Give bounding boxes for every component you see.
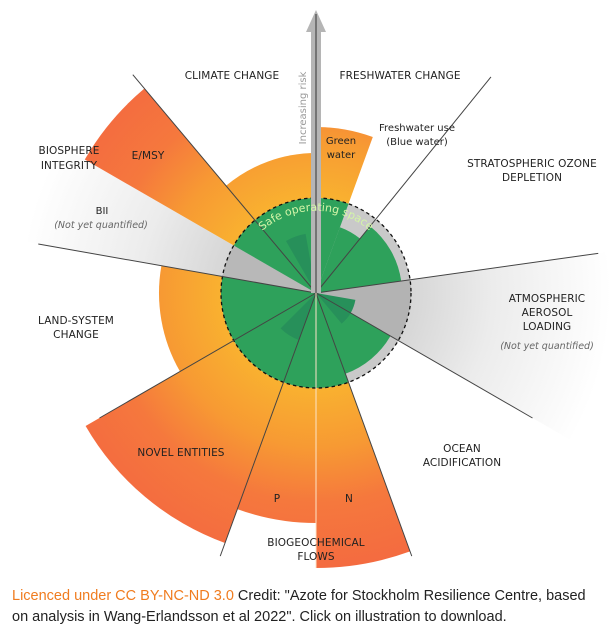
label-ozone-1: STRATOSPHERIC OZONE bbox=[467, 158, 597, 170]
label-nitrogen: N bbox=[345, 493, 353, 505]
divider-line bbox=[38, 243, 317, 294]
label-bii: BII bbox=[96, 206, 109, 217]
divider-line bbox=[219, 292, 317, 557]
label-blue-water-1: Freshwater use bbox=[379, 123, 455, 134]
credit-text: Credit: "Azote for Stockholm Resilience … bbox=[12, 588, 586, 625]
label-aerosol-3: LOADING bbox=[523, 321, 572, 333]
label-aerosol-2: AEROSOL bbox=[522, 307, 573, 319]
label-green-water-1: Green bbox=[326, 136, 356, 147]
continent-shade-1 bbox=[280, 293, 316, 340]
divider-line bbox=[315, 292, 413, 557]
boundary-dividers bbox=[38, 74, 599, 568]
divider-line bbox=[315, 292, 533, 419]
label-biosphere-2: INTEGRITY bbox=[41, 160, 98, 172]
safe-wedge-land-system bbox=[220, 276, 316, 341]
label-novel-entities: NOVEL ENTITIES bbox=[137, 447, 224, 459]
safe-wedge-climate bbox=[254, 197, 316, 293]
label-land-system-2: CHANGE bbox=[53, 329, 99, 341]
label-bii-note: (Not yet quantified) bbox=[54, 220, 148, 231]
divider-line bbox=[315, 252, 599, 294]
licence-link[interactable]: Licenced under CC BY-NC-ND 3.0 bbox=[12, 588, 234, 604]
label-aerosol-1: ATMOSPHERIC bbox=[509, 293, 585, 305]
safe-wedge-green-water bbox=[316, 197, 349, 293]
label-climate-change: CLIMATE CHANGE bbox=[185, 70, 280, 82]
continent-shade-0 bbox=[286, 233, 316, 293]
label-aerosol-note: (Not yet quantified) bbox=[500, 341, 594, 352]
safe-wedge-emsy bbox=[233, 220, 316, 293]
label-land-system-1: LAND-SYSTEM bbox=[38, 315, 114, 327]
label-biogeochemical-2: FLOWS bbox=[297, 551, 335, 563]
label-ozone-2: DEPLETION bbox=[502, 172, 562, 184]
safe-wedge-blue-water bbox=[316, 227, 361, 293]
planetary-boundaries-diagram[interactable]: Increasing risk Safe operating space CLI… bbox=[0, 0, 610, 580]
divider-line bbox=[132, 74, 317, 294]
label-ocean-2: ACIDIFICATION bbox=[423, 457, 501, 469]
divider-line bbox=[99, 292, 317, 419]
label-biogeochemical-1: BIOGEOCHEMICAL bbox=[267, 537, 364, 549]
continent-shade-2 bbox=[316, 293, 356, 324]
label-phosphorus: P bbox=[274, 493, 280, 505]
label-green-water-2: water bbox=[327, 150, 356, 161]
safe-boundary-circle bbox=[220, 197, 412, 389]
wedge-bii-inner bbox=[222, 245, 316, 293]
wedge-aerosol-inner bbox=[316, 279, 412, 341]
divider-line bbox=[315, 76, 492, 294]
label-blue-water-2: (Blue water) bbox=[386, 137, 448, 148]
label-freshwater-change: FRESHWATER CHANGE bbox=[339, 70, 460, 82]
label-biosphere-1: BIOSPHERE bbox=[39, 145, 100, 157]
label-emsy: E/MSY bbox=[132, 150, 165, 162]
increasing-risk-arrow bbox=[306, 10, 326, 293]
label-ocean-1: OCEAN bbox=[443, 443, 481, 455]
increasing-risk-label: Increasing risk bbox=[298, 71, 309, 144]
credit-footer: Licenced under CC BY-NC-ND 3.0 Credit: "… bbox=[12, 586, 602, 628]
safe-wedge-ozone bbox=[316, 226, 402, 293]
